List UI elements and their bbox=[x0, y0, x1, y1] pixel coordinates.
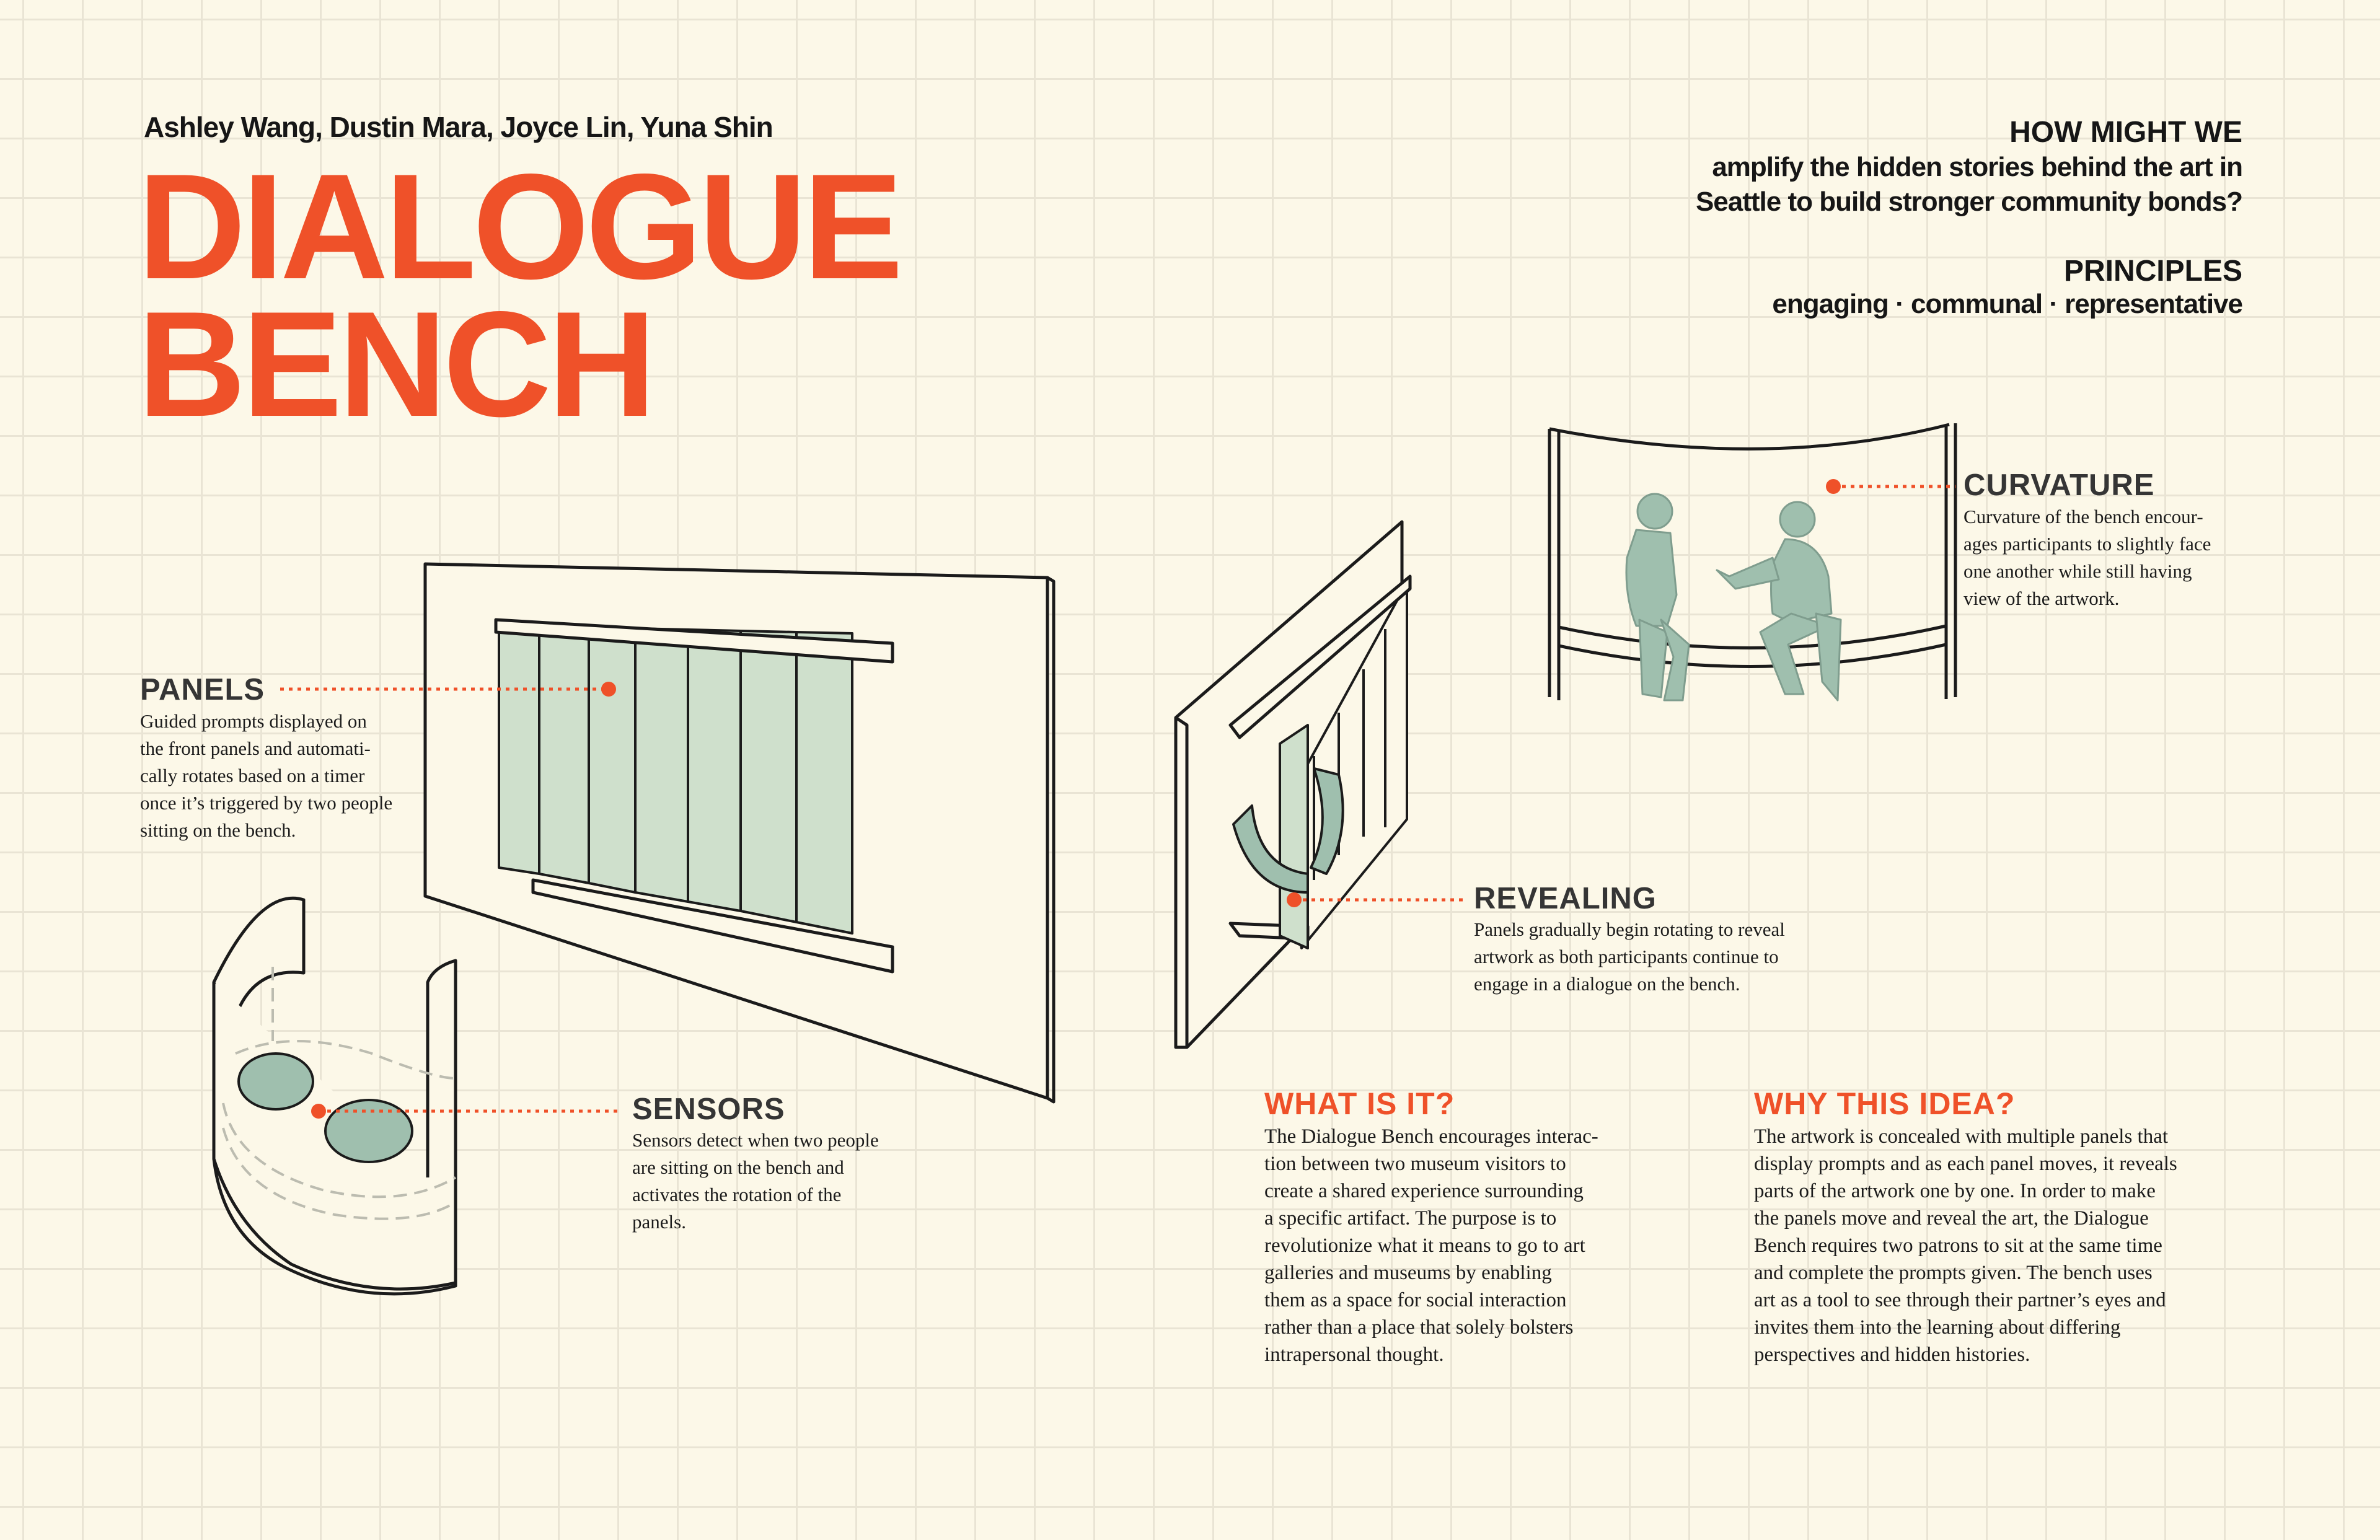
panels-description: Guided prompts displayed on the front pa… bbox=[140, 710, 393, 841]
page-title: DIALOGUE BENCH bbox=[138, 143, 903, 448]
side-wall-illustration bbox=[1174, 520, 1412, 1049]
why-this-idea-heading: WHY THIS IDEA? bbox=[1754, 1086, 2016, 1121]
panels-label: PANELS bbox=[140, 673, 265, 706]
title-line-2: BENCH bbox=[138, 281, 656, 448]
hmw-line-1: amplify the hidden stories behind the ar… bbox=[1712, 152, 2243, 182]
revealing-description: Panels gradually begin rotating to revea… bbox=[1474, 918, 1785, 995]
callout-leaders bbox=[280, 479, 1955, 1119]
why-this-idea-text: The artwork is concealed with multiple p… bbox=[1754, 1125, 2177, 1366]
sensors-description: Sensors detect when two people are sitti… bbox=[632, 1129, 879, 1233]
front-wall-illustration bbox=[423, 562, 1056, 1104]
hmw-statement: amplify the hidden stories behind the ar… bbox=[1695, 150, 2243, 219]
authors: Ashley Wang, Dustin Mara, Joyce Lin, Yun… bbox=[144, 111, 774, 143]
curvature-description: Curvature of the bench encour- ages part… bbox=[1963, 506, 2211, 609]
title-line-1: DIALOGUE bbox=[138, 143, 903, 310]
sensors-label: SENSORS bbox=[632, 1093, 785, 1126]
what-is-it-text: The Dialogue Bench encourages interac- t… bbox=[1264, 1125, 1598, 1366]
what-is-it-heading: WHAT IS IT? bbox=[1264, 1086, 1455, 1121]
principles-heading: PRINCIPLES bbox=[2063, 255, 2242, 288]
curvature-label: CURVATURE bbox=[1963, 469, 2155, 502]
principles-list: engaging · communal · representative bbox=[1772, 289, 2243, 319]
hmw-heading: HOW MIGHT WE bbox=[2009, 116, 2242, 149]
curvature-illustration bbox=[1548, 423, 1957, 702]
sensor-bench-illustration bbox=[212, 896, 457, 1296]
hmw-line-2: Seattle to build stronger community bond… bbox=[1695, 187, 2243, 217]
revealing-label: REVEALING bbox=[1474, 882, 1657, 915]
